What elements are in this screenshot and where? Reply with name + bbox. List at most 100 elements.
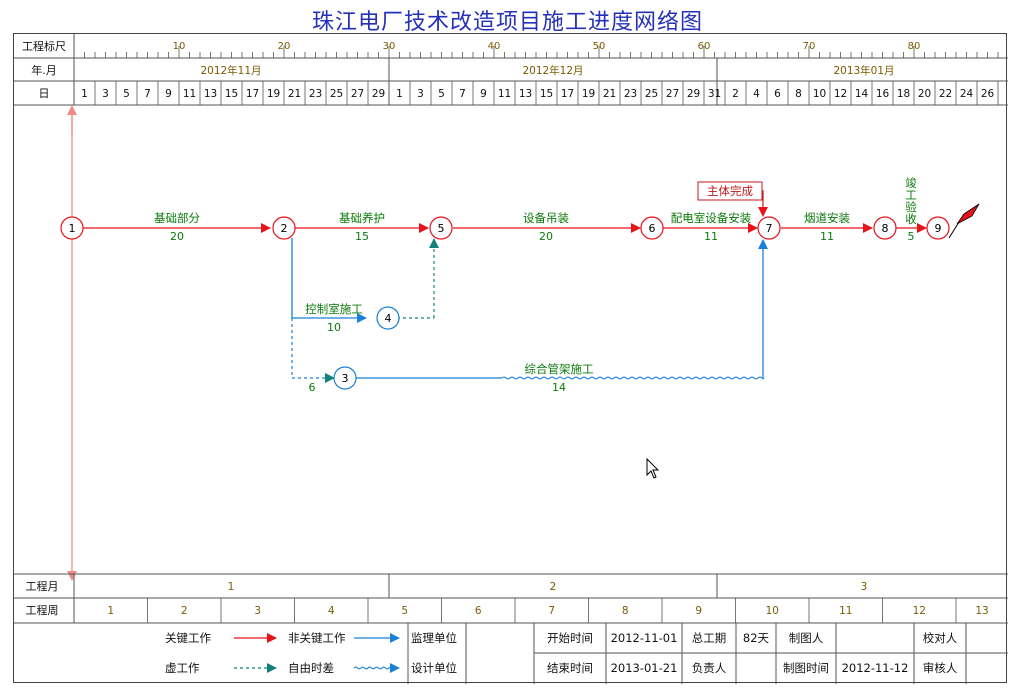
day-label: 25 bbox=[645, 88, 658, 100]
month-jan: 2013年01月 bbox=[833, 64, 894, 77]
activity-name: 配电室设备安装 bbox=[671, 211, 752, 225]
node-2: 2 bbox=[272, 216, 296, 240]
week-label: 4 bbox=[328, 605, 335, 617]
end-time-label: 结束时间 bbox=[547, 661, 593, 675]
day-label: 18 bbox=[897, 88, 910, 100]
milestone-label: 主体完成 bbox=[707, 184, 753, 198]
node-9: 9 bbox=[926, 216, 950, 240]
week-label: 9 bbox=[695, 605, 702, 617]
month-dec: 2012年12月 bbox=[522, 64, 583, 77]
dummy-2-3 bbox=[291, 318, 331, 379]
day-label: 2 bbox=[732, 88, 739, 100]
activity-name: 设备吊装 bbox=[523, 211, 569, 225]
start-time-value: 2012-11-01 bbox=[611, 631, 678, 645]
legend-table: 关键工作 非关键工作 虚工作 自由时差 监理单位 设计单位 开始时间 2012-… bbox=[165, 623, 1008, 684]
day-label: 1 bbox=[81, 88, 88, 100]
day-label: 25 bbox=[330, 88, 343, 100]
activity-duration: 5 bbox=[908, 230, 915, 243]
day-label: 8 bbox=[795, 88, 802, 100]
finish-flag-icon bbox=[948, 203, 980, 239]
day-label: 12 bbox=[834, 88, 847, 100]
day-label: 15 bbox=[540, 88, 553, 100]
day-label: 22 bbox=[939, 88, 952, 100]
day-label: 7 bbox=[459, 88, 466, 100]
day-label: 11 bbox=[183, 88, 196, 100]
day-row-label: 日 bbox=[39, 87, 50, 100]
project-week-label: 工程周 bbox=[26, 604, 59, 617]
node-label: 8 bbox=[882, 222, 889, 235]
milestone-arrow bbox=[758, 190, 768, 217]
node-label: 6 bbox=[649, 222, 656, 235]
milestone: 主体完成 bbox=[697, 181, 768, 217]
scale-label: 80 bbox=[908, 41, 921, 52]
activity-name-char: 收 bbox=[905, 212, 917, 226]
activity-duration: 10 bbox=[327, 321, 341, 334]
legend-dummy-label: 虚工作 bbox=[165, 661, 200, 675]
node-8: 8 bbox=[873, 216, 897, 240]
scale-label: 70 bbox=[803, 41, 816, 52]
node-3: 3 bbox=[333, 366, 357, 390]
activity-name: 综合管架施工 bbox=[525, 362, 594, 376]
day-label: 13 bbox=[204, 88, 217, 100]
month-row-label: 年.月 bbox=[31, 63, 57, 77]
day-label: 3 bbox=[102, 88, 109, 100]
activity-name: 控制室施工 bbox=[305, 302, 363, 316]
node-6: 6 bbox=[640, 216, 664, 240]
node-label: 3 bbox=[342, 372, 349, 385]
mouse-cursor-icon bbox=[646, 458, 660, 479]
legend-free-float-wave bbox=[353, 666, 394, 670]
activity-duration: 20 bbox=[539, 230, 553, 243]
activity-duration: 11 bbox=[820, 230, 834, 243]
day-label: 16 bbox=[876, 88, 890, 100]
node-label: 2 bbox=[281, 222, 288, 235]
day-label: 1 bbox=[396, 88, 403, 100]
activity-duration: 6 bbox=[309, 381, 316, 394]
nodes: 1 2 5 6 7 8 9 4 3 bbox=[60, 216, 950, 390]
day-label: 20 bbox=[918, 88, 931, 100]
activity-duration: 11 bbox=[704, 230, 718, 243]
node-label: 4 bbox=[385, 312, 392, 325]
week-label: 13 bbox=[975, 605, 988, 617]
activity-name-char: 验 bbox=[905, 200, 917, 214]
node-4: 4 bbox=[376, 306, 400, 330]
day-label: 26 bbox=[981, 88, 995, 100]
day-label: 4 bbox=[753, 88, 760, 100]
day-label: 23 bbox=[309, 88, 322, 100]
scale-label: 60 bbox=[698, 41, 711, 52]
day-label: 5 bbox=[438, 88, 445, 100]
activity-duration: 14 bbox=[552, 381, 566, 394]
checker-label: 校对人 bbox=[923, 631, 958, 645]
activity-labels: 基础部分 20 基础养护 15 设备吊装 20 配电室设备安装 11 烟道安装 … bbox=[154, 176, 917, 394]
activity-name-char: 工 bbox=[905, 188, 917, 202]
day-label: 24 bbox=[960, 88, 974, 100]
day-label: 9 bbox=[165, 88, 172, 100]
owner-label: 负责人 bbox=[692, 661, 727, 675]
week-label: 5 bbox=[401, 605, 408, 617]
legend-free-float-label: 自由时差 bbox=[288, 661, 334, 675]
week-label: 10 bbox=[766, 605, 779, 617]
scale-label: 10 bbox=[173, 41, 186, 52]
activity-duration: 15 bbox=[355, 230, 369, 243]
week-label: 6 bbox=[475, 605, 482, 617]
reviewer-label: 审核人 bbox=[923, 661, 958, 675]
node-7: 7 bbox=[757, 216, 781, 240]
day-label: 11 bbox=[498, 88, 511, 100]
noncritical-paths bbox=[291, 238, 768, 383]
day-label: 3 bbox=[417, 88, 424, 100]
legend-noncritical-label: 非关键工作 bbox=[288, 631, 346, 645]
day-label: 10 bbox=[813, 88, 826, 100]
activity-name: 基础部分 bbox=[154, 211, 200, 225]
activity-duration: 20 bbox=[170, 230, 184, 243]
day-label: 6 bbox=[774, 88, 781, 100]
day-label: 29 bbox=[372, 88, 385, 100]
week-label: 7 bbox=[548, 605, 555, 617]
day-label: 14 bbox=[855, 88, 869, 100]
day-label: 29 bbox=[687, 88, 700, 100]
draw-time-value: 2012-11-12 bbox=[842, 661, 909, 675]
day-label: 5 bbox=[123, 88, 130, 100]
